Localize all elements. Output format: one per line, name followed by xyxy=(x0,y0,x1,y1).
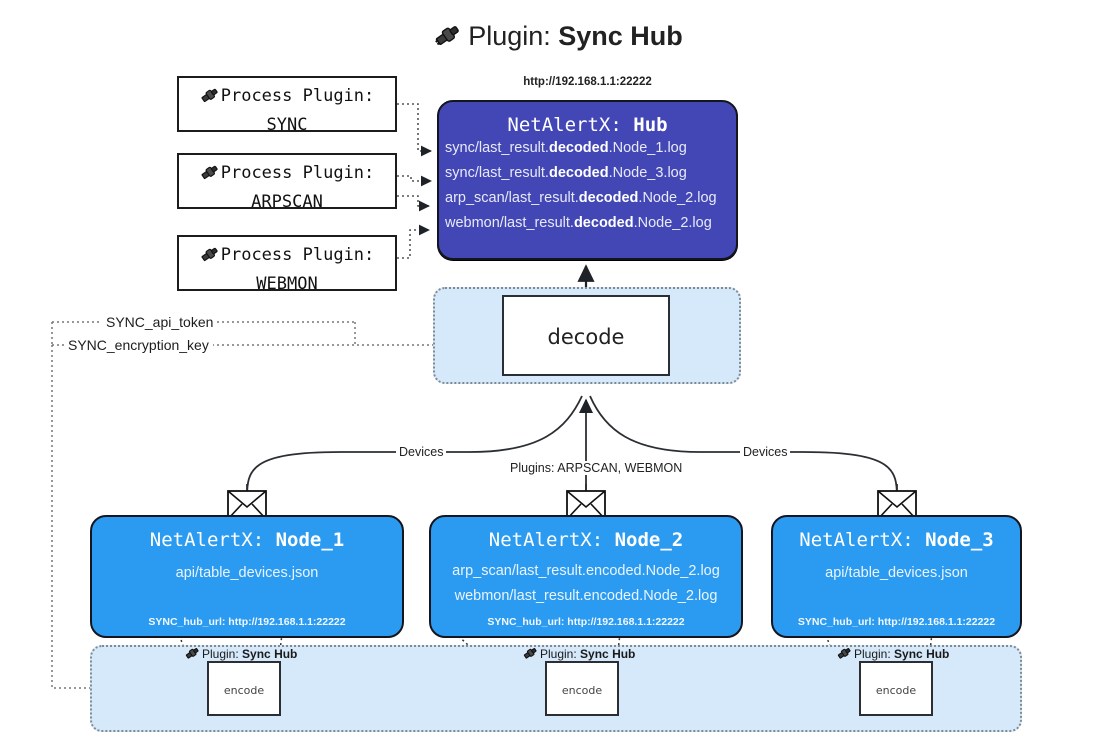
hub-url-label: http://192.168.1.1:22222 xyxy=(523,76,652,88)
process-plugin-box-arpscan[interactable]: Process Plugin: ARPSCAN xyxy=(177,153,397,212)
plugins-label-center: Plugins: ARPSCAN, WEBMON xyxy=(507,461,686,475)
encode-box[interactable]: encode xyxy=(859,661,933,716)
encode-box[interactable]: encode xyxy=(545,661,619,716)
node-title-name: Node_3 xyxy=(925,529,994,551)
encode-box[interactable]: encode xyxy=(207,661,281,716)
node-title-prefix: NetAlertX: xyxy=(149,529,265,551)
process-plugin-name: ARPSCAN xyxy=(251,192,323,212)
hub-title: NetAlertX: Hub xyxy=(439,114,736,136)
devices-label-left: Devices xyxy=(396,445,447,459)
node-hub-url: SYNC_hub_url: http://192.168.1.1:22222 xyxy=(487,616,685,628)
node-line: webmon/last_result.encoded.Node_2.log xyxy=(454,588,718,604)
plug-icon xyxy=(200,163,220,189)
plug-icon xyxy=(434,19,462,59)
node-title: NetAlertX: Node_2 xyxy=(431,529,741,551)
node-title: NetAlertX: Node_3 xyxy=(773,529,1020,551)
decode-box[interactable]: decode xyxy=(502,295,670,376)
process-plugin-heading: Process Plugin: xyxy=(179,83,395,112)
process-plugin-heading: Process Plugin: xyxy=(179,242,395,271)
node-title-prefix: NetAlertX: xyxy=(799,529,914,551)
envelope-icon xyxy=(566,490,606,520)
page-title: Plugin: Sync Hub xyxy=(0,16,1117,59)
node-hub-url: SYNC_hub_url: http://192.168.1.1:22222 xyxy=(148,616,346,628)
process-plugin-box-webmon[interactable]: Process Plugin: WEBMON xyxy=(177,235,397,294)
hub-box[interactable]: NetAlertX: Hub sync/last_result.decoded.… xyxy=(437,100,738,260)
plug-icon xyxy=(185,646,200,663)
hub-logline: arp_scan/last_result.decoded.Node_2.log xyxy=(445,190,717,206)
node-box-node-2[interactable]: NetAlertX: Node_2 arp_scan/last_result.e… xyxy=(429,515,743,638)
process-plugin-heading: Process Plugin: xyxy=(179,160,395,189)
title-name: Sync Hub xyxy=(558,21,683,51)
node-box-node-1[interactable]: NetAlertX: Node_1 api/table_devices.json… xyxy=(90,515,404,638)
encode-plugin-label: Plugin: Sync Hub xyxy=(837,646,949,663)
plug-icon xyxy=(523,646,538,663)
node-line: api/table_devices.json xyxy=(175,565,319,581)
envelope-icon xyxy=(877,490,917,520)
title-prefix: Plugin: xyxy=(468,21,551,51)
node-title-prefix: NetAlertX: xyxy=(488,529,604,551)
node-line: api/table_devices.json xyxy=(825,565,968,581)
hub-logline: sync/last_result.decoded.Node_3.log xyxy=(445,165,687,181)
encode-plugin-label: Plugin: Sync Hub xyxy=(523,646,635,663)
hub-logline: sync/last_result.decoded.Node_1.log xyxy=(445,140,687,156)
heading-text: Process Plugin: xyxy=(220,163,375,183)
node-box-node-3[interactable]: NetAlertX: Node_3 api/table_devices.json… xyxy=(771,515,1022,638)
hub-logline: webmon/last_result.decoded.Node_2.log xyxy=(445,215,712,231)
plug-icon xyxy=(837,646,852,663)
encode-plugin-label: Plugin: Sync Hub xyxy=(185,646,297,663)
process-plugin-box-sync[interactable]: Process Plugin: SYNC xyxy=(177,76,397,135)
node-title-name: Node_2 xyxy=(614,529,684,551)
node-title-name: Node_1 xyxy=(275,529,345,551)
sync-api-token-label: SYNC_api_token xyxy=(102,314,218,330)
hub-title-name: Hub xyxy=(633,114,668,136)
node-line: arp_scan/last_result.encoded.Node_2.log xyxy=(452,563,720,579)
heading-text: Process Plugin: xyxy=(220,245,375,265)
heading-text: Process Plugin: xyxy=(220,86,375,106)
devices-label-right: Devices xyxy=(740,445,791,459)
node-hub-url: SYNC_hub_url: http://192.168.1.1:22222 xyxy=(797,616,996,628)
plug-icon xyxy=(200,245,220,271)
process-plugin-name: SYNC xyxy=(266,115,308,135)
hub-title-prefix: NetAlertX: xyxy=(507,114,622,136)
process-plugin-name: WEBMON xyxy=(256,274,318,294)
plug-icon xyxy=(200,86,220,112)
sync-encryption-key-label: SYNC_encryption_key xyxy=(64,337,213,353)
node-title: NetAlertX: Node_1 xyxy=(92,529,402,551)
